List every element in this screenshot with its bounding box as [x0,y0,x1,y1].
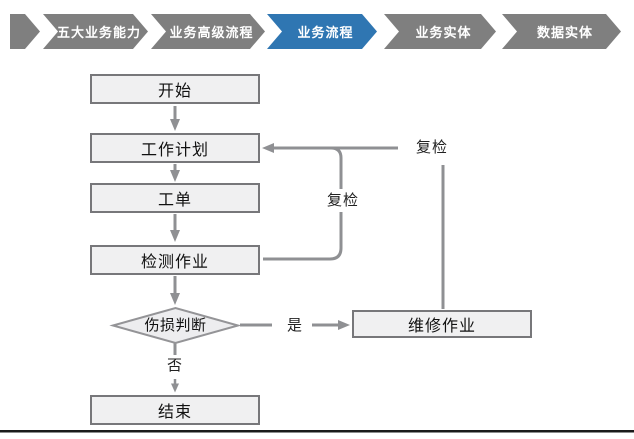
flow-node-label: 检测作业 [140,254,209,271]
edge-label-recheck-inner: 复检 [322,189,364,212]
flow-node-damage-decision: 伤损判断 [144,317,207,334]
flow-node-label: 工单 [157,192,192,209]
edge-label-no: 否 [166,357,183,374]
flow-node-repair: 维修作业 [352,310,532,338]
banner-step-five-capabilities[interactable]: 五大业务能力 [43,14,148,49]
flow-node-label: 开始 [157,83,192,100]
edge-label-yes: 是 [286,317,303,334]
banner-step-label: 业务流程 [297,25,354,40]
flow-node-label: 工作计划 [140,142,209,159]
banner-step-data-entity[interactable]: 数据实体 [502,14,621,49]
flow-node-label: 结束 [157,404,192,421]
banner-step-advanced-process[interactable]: 业务高级流程 [151,14,265,49]
flow-node-work-order: 工单 [90,183,260,213]
flow-node-start: 开始 [90,74,260,104]
bottom-border-line [0,430,634,433]
flow-node-end: 结束 [90,395,260,425]
flow-node-work-plan: 工作计划 [90,133,260,163]
banner-step-business-process[interactable]: 业务流程 [267,14,377,49]
edge-label-recheck-outer: 复检 [410,136,454,159]
flow-node-inspection: 检测作业 [90,245,260,275]
banner-step-label: 数据实体 [536,25,593,40]
banner-lead-chevron-icon [10,14,40,49]
banner-step-label: 业务高级流程 [169,25,254,40]
banner-step-business-entity[interactable]: 业务实体 [384,14,496,49]
banner-step-label: 业务实体 [415,25,472,40]
banner-step-label: 五大业务能力 [56,25,141,40]
flow-node-label: 维修作业 [407,318,476,335]
